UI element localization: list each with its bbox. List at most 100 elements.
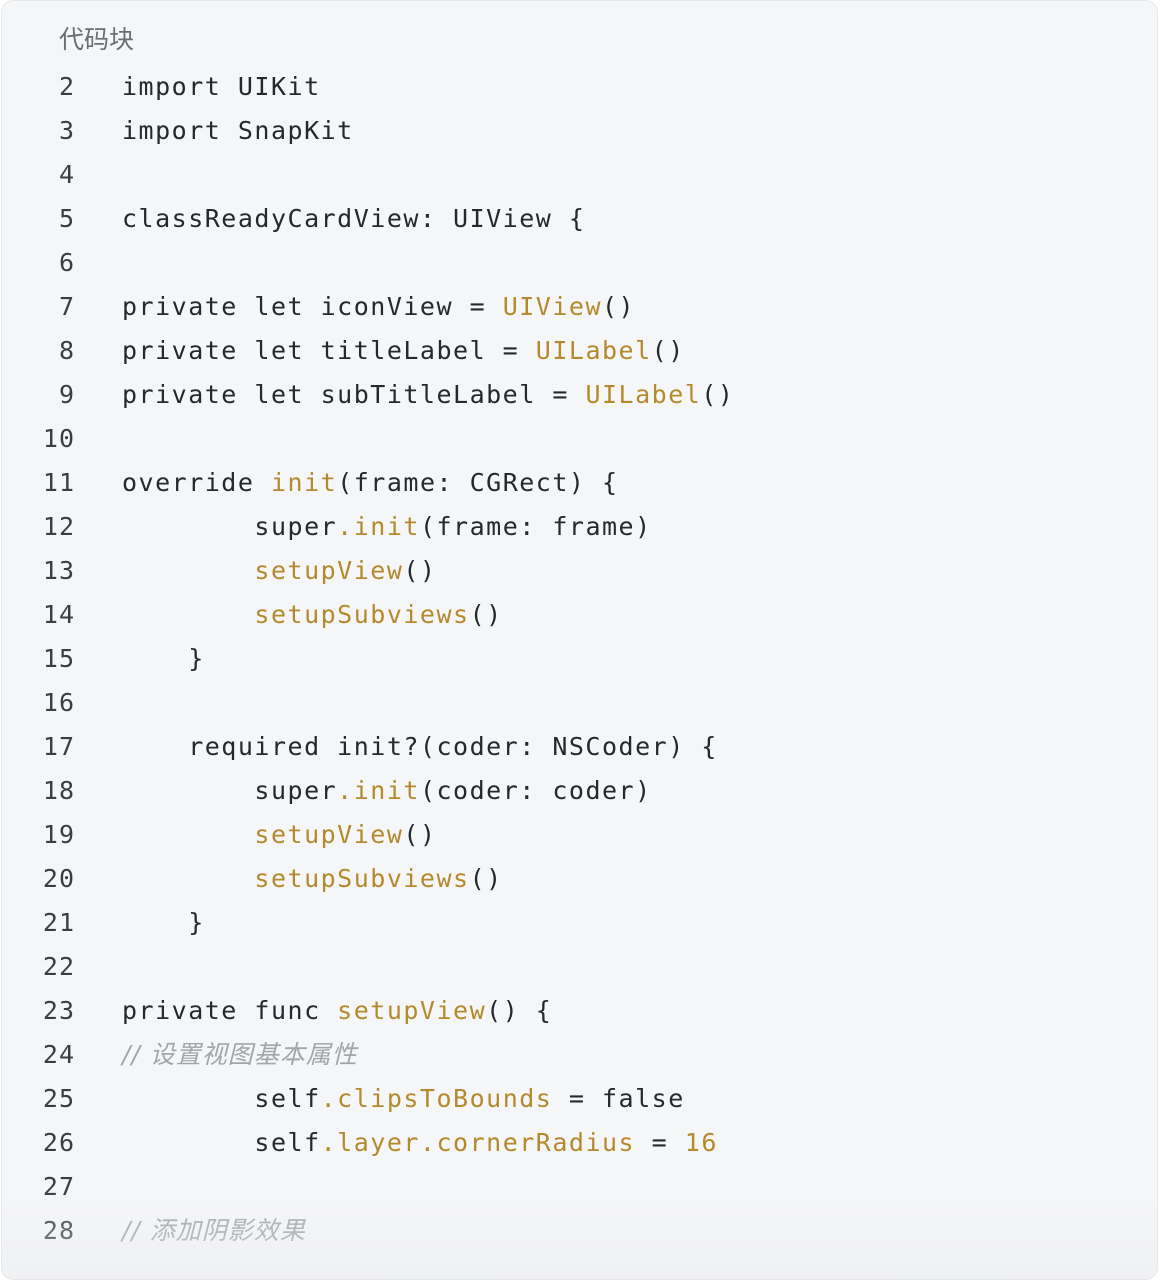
code-line: 20 setupSubviews() [2, 857, 1157, 901]
code-comment: // 设置视图基本属性 [122, 1040, 358, 1069]
line-source: setupSubviews() [122, 857, 503, 901]
line-source: // 添加阴影效果 [122, 1209, 306, 1253]
code-token-highlight: setupSubviews [254, 600, 470, 629]
code-line: 11 override init(frame: CGRect) { [2, 461, 1157, 505]
code-block-language-label: 代码块 [59, 25, 135, 54]
code-token: } [122, 644, 205, 673]
code-token [122, 556, 254, 585]
code-line: 7 private let iconView = UIView() [2, 285, 1157, 329]
line-number: 18 [42, 776, 75, 805]
code-token: () [403, 820, 437, 849]
line-number: 21 [42, 908, 75, 937]
code-token: = false [552, 1084, 685, 1113]
line-source: classReadyCardView: UIView { [122, 197, 585, 241]
line-number: 3 [58, 116, 75, 145]
code-token: private let titleLabel = [122, 336, 536, 365]
line-source: self.clipsToBounds = false [122, 1077, 685, 1121]
code-line: 6 [2, 241, 1157, 285]
code-token-highlight: UIView [502, 292, 602, 321]
line-number: 26 [42, 1128, 75, 1157]
line-number: 24 [42, 1040, 75, 1069]
line-number: 13 [42, 556, 75, 585]
code-line: 13 setupView() [2, 549, 1157, 593]
line-source: super.init(frame: frame) [122, 505, 652, 549]
code-token [122, 600, 254, 629]
line-source: override init(frame: CGRect) { [122, 461, 619, 505]
line-source: private let subTitleLabel = UILabel() [122, 373, 734, 417]
code-line: 18 super.init(coder: coder) [2, 769, 1157, 813]
code-line: 25 self.clipsToBounds = false [2, 1077, 1157, 1121]
code-token: () [403, 556, 437, 585]
line-number: 23 [42, 996, 75, 1025]
code-token: (coder: coder) [419, 776, 652, 805]
code-token: private let iconView = [122, 292, 503, 321]
code-token-highlight: setupView [337, 996, 487, 1025]
line-number: 11 [42, 468, 75, 497]
code-token [122, 820, 254, 849]
code-token-highlight: UILabel [585, 380, 702, 409]
code-token: () [701, 380, 735, 409]
line-number: 27 [42, 1172, 75, 1201]
line-number: 22 [42, 952, 75, 981]
code-token: private let subTitleLabel = [122, 380, 586, 409]
code-line: 26 self.layer.cornerRadius = 16 [2, 1121, 1157, 1165]
line-number: 9 [58, 380, 75, 409]
code-token: } [122, 908, 205, 937]
code-token: () { [486, 996, 553, 1025]
code-token: import SnapKit [122, 116, 354, 145]
line-number: 7 [58, 292, 75, 321]
line-source: private func setupView() { [122, 989, 552, 1033]
line-source: import UIKit [122, 65, 321, 109]
code-token: import UIKit [122, 72, 321, 101]
line-source: setupSubviews() [122, 593, 503, 637]
code-line: 17 required init?(coder: NSCoder) { [2, 725, 1157, 769]
code-token [122, 864, 254, 893]
code-line: 10 [2, 417, 1157, 461]
line-source: } [122, 901, 205, 945]
line-number: 16 [42, 688, 75, 717]
code-token: self [122, 1128, 321, 1157]
code-token-highlight: .init [337, 512, 420, 541]
line-source: required init?(coder: NSCoder) { [122, 725, 718, 769]
line-source: private let iconView = UIView() [122, 285, 635, 329]
code-token: = [635, 1128, 685, 1157]
code-token: () [651, 336, 685, 365]
code-line: 22 [2, 945, 1157, 989]
code-line: 12 super.init(frame: frame) [2, 505, 1157, 549]
code-line: 4 [2, 153, 1157, 197]
code-line: 15 } [2, 637, 1157, 681]
line-number: 10 [42, 424, 75, 453]
code-token-highlight: setupView [254, 556, 404, 585]
code-token-highlight: setupSubviews [254, 864, 470, 893]
code-token: required init?(coder: NSCoder) { [122, 732, 718, 761]
code-token: (frame: CGRect) { [337, 468, 619, 497]
line-source: } [122, 637, 205, 681]
code-token-highlight: .init [337, 776, 420, 805]
line-number: 12 [42, 512, 75, 541]
line-source: setupView() [122, 549, 437, 593]
line-source: // 设置视图基本属性 [122, 1033, 358, 1077]
code-line: 21 } [2, 901, 1157, 945]
code-token-highlight: init [270, 468, 338, 497]
code-line: 28// 添加阴影效果 [2, 1209, 1157, 1253]
code-token: override [122, 468, 271, 497]
line-number: 5 [58, 204, 75, 233]
code-token-highlight: 16 [684, 1128, 718, 1157]
code-token: () [602, 292, 636, 321]
code-line: 19 setupView() [2, 813, 1157, 857]
line-number: 25 [42, 1084, 75, 1113]
code-line: 5 classReadyCardView: UIView { [2, 197, 1157, 241]
code-line: 27 [2, 1165, 1157, 1209]
code-token: () [469, 864, 503, 893]
line-source: private let titleLabel = UILabel() [122, 329, 685, 373]
line-number: 4 [58, 160, 75, 189]
code-token-highlight: .clipsToBounds [320, 1084, 553, 1113]
line-source: setupView() [122, 813, 437, 857]
code-comment: // 添加阴影效果 [122, 1216, 306, 1245]
line-number: 19 [42, 820, 75, 849]
code-token: classReadyCardView: UIView { [122, 204, 586, 233]
